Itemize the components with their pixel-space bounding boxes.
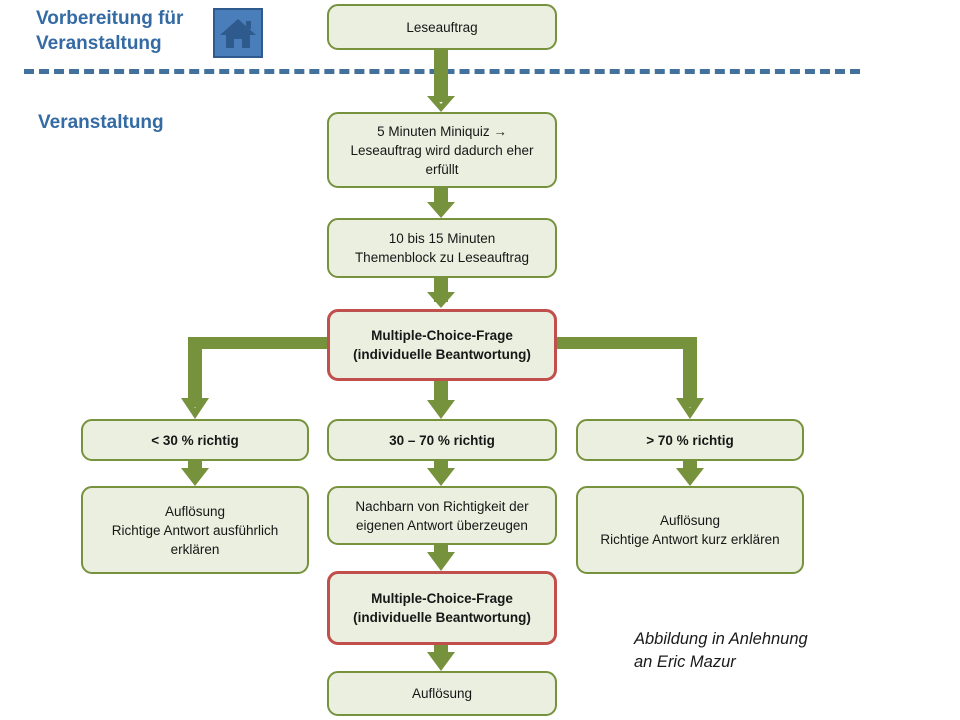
attribution-text: Abbildung in Anlehnung an Eric Mazur (634, 630, 808, 671)
node-multiple-choice-question-2[interactable]: Multiple-Choice-Frage (individuelle Bean… (327, 571, 557, 645)
section-title-preparation: Vorbereitung für Veranstaltung (36, 8, 184, 54)
node-result-under-30-percent[interactable]: Auflösung Richtige Antwort ausführlich e… (81, 486, 309, 574)
node-multiple-choice-question-1[interactable]: Multiple-Choice-Frage (individuelle Bean… (327, 309, 557, 381)
node-result-30-to-70-percent[interactable]: Nachbarn von Richtigkeit der eigenen Ant… (327, 486, 557, 545)
node-branch-over-70-percent[interactable]: > 70 % richtig (576, 419, 804, 461)
section-title-event: Veranstaltung (38, 112, 164, 133)
node-themenblock[interactable]: 10 bis 15 Minuten Themenblock zu Leseauf… (327, 218, 557, 278)
house-icon (213, 8, 263, 58)
node-branch-under-30-percent[interactable]: < 30 % richtig (81, 419, 309, 461)
node-final-aufloesung[interactable]: Auflösung (327, 671, 557, 716)
node-miniquiz[interactable]: 5 Minuten Miniquiz → Leseauftrag wird da… (327, 112, 557, 188)
node-branch-30-to-70-percent[interactable]: 30 – 70 % richtig (327, 419, 557, 461)
node-result-over-70-percent[interactable]: Auflösung Richtige Antwort kurz erklären (576, 486, 804, 574)
node-leseauftrag[interactable]: Leseauftrag (327, 4, 557, 50)
